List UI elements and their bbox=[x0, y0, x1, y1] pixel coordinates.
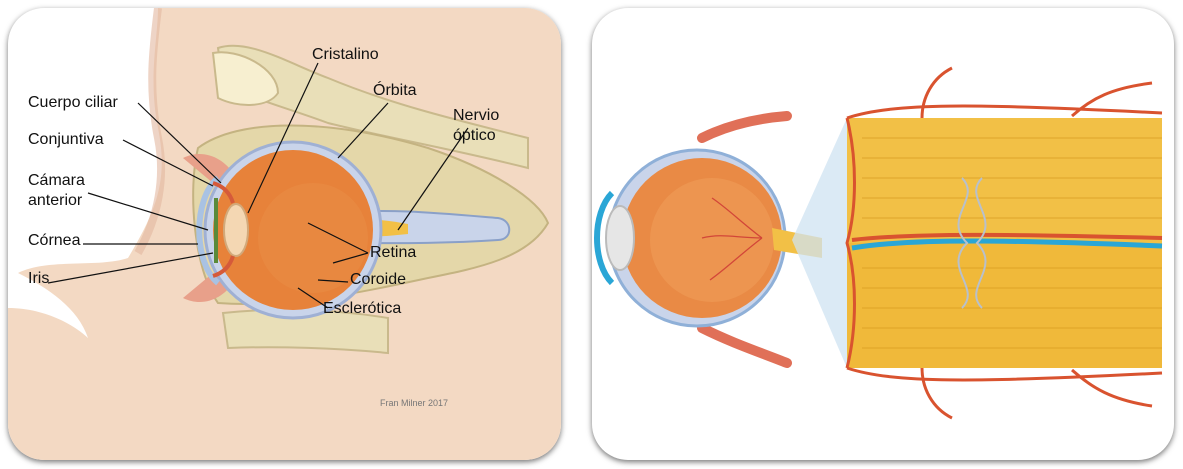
nerve-block-top bbox=[847, 118, 1162, 243]
label-orbita: Órbita bbox=[373, 82, 417, 100]
label-cornea: Córnea bbox=[28, 232, 80, 250]
label-retina: Retina bbox=[370, 244, 416, 262]
nerve-block-bottom bbox=[847, 243, 1162, 368]
label-conjuntiva: Conjuntiva bbox=[28, 131, 104, 149]
label-cuerpo-ciliar: Cuerpo ciliar bbox=[28, 94, 118, 112]
iris bbox=[606, 206, 634, 270]
label-coroide: Coroide bbox=[350, 271, 406, 289]
optic-nerve-illustration bbox=[592, 8, 1174, 460]
magnification-cone bbox=[792, 118, 847, 368]
lens bbox=[224, 204, 248, 256]
label-anterior: anterior bbox=[28, 192, 82, 210]
eye-anatomy-panel: Cristalino Órbita Nervio óptico Cuerpo c… bbox=[8, 8, 561, 460]
optic-nerve-panel bbox=[592, 8, 1174, 460]
label-esclerotica: Esclerótica bbox=[323, 300, 401, 318]
label-optico: óptico bbox=[453, 127, 496, 145]
eye-sagittal-illustration bbox=[8, 8, 561, 460]
label-nervio: Nervio bbox=[453, 107, 499, 125]
illustrator-credit: Fran Milner 2017 bbox=[380, 398, 448, 408]
label-cristalino: Cristalino bbox=[312, 46, 379, 64]
label-iris: Iris bbox=[28, 270, 49, 288]
label-camara: Cámara bbox=[28, 172, 85, 190]
